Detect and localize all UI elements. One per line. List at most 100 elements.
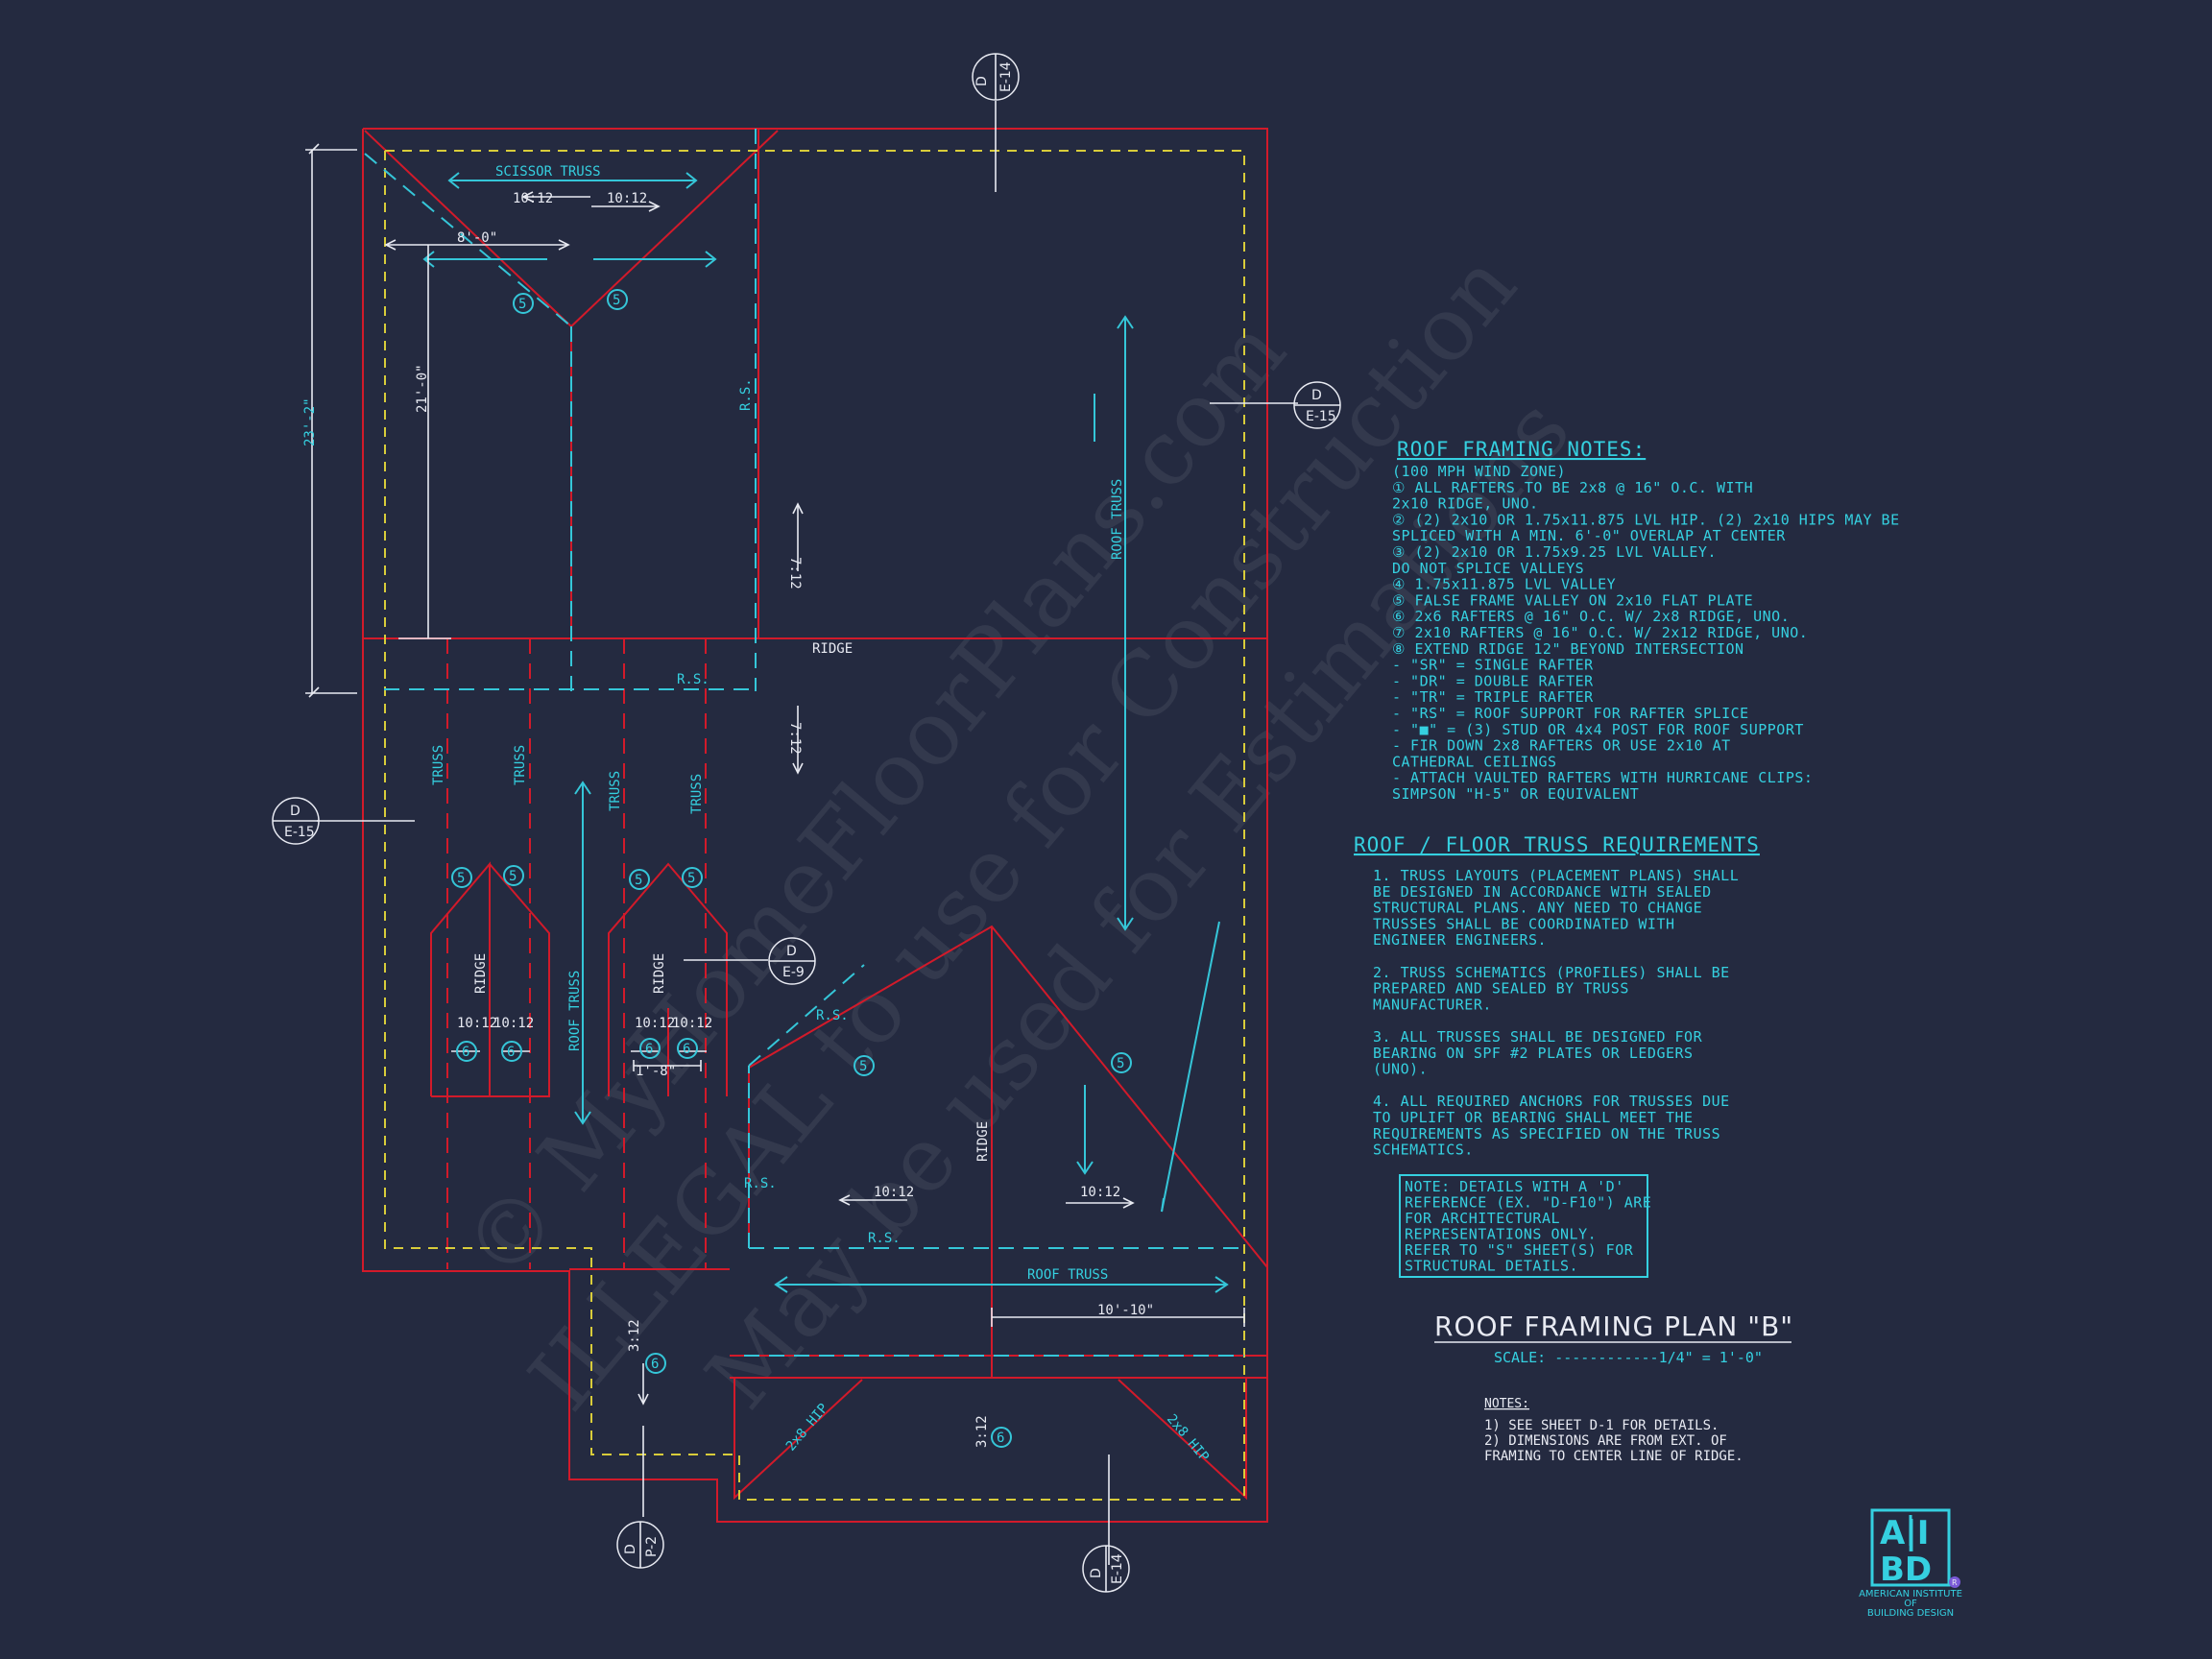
callout-6: 6 — [456, 1041, 477, 1062]
callout-6: 6 — [645, 1353, 666, 1374]
note-line: ⑦ 2x10 RAFTERS @ 16" O.C. W/ 2x12 RIDGE,… — [1392, 624, 1808, 641]
note-line: TO UPLIFT OR BEARING SHALL MEET THE — [1373, 1109, 1694, 1126]
svg-text:D: D — [623, 1544, 638, 1554]
svg-text:5: 5 — [687, 871, 695, 886]
note-line: ⑤ FALSE FRAME VALLEY ON 2x10 FLAT PLATE — [1392, 591, 1753, 609]
cyan-framing-lines — [364, 129, 1244, 1357]
label-dim-21-0: 21'-0" — [415, 364, 430, 413]
svg-text:5: 5 — [457, 871, 465, 886]
label-ridge: RIDGE — [652, 953, 667, 994]
section-tag-e15-right: D E-15 — [1293, 381, 1341, 429]
callout-6: 6 — [639, 1038, 661, 1059]
note-line: BE DESIGNED IN ACCORDANCE WITH SEALED — [1373, 883, 1712, 901]
section-tag-p2: D P-2 — [616, 1521, 664, 1569]
label-roof-truss: ROOF TRUSS — [1027, 1267, 1108, 1283]
note-line: (100 MPH WIND ZONE) — [1392, 463, 1566, 480]
plan-title: ROOF FRAMING PLAN "B" — [1434, 1310, 1793, 1342]
wall-line-dashed — [384, 150, 1245, 1501]
svg-text:E-15: E-15 — [284, 825, 315, 840]
logo-caption-2: OF — [1904, 1599, 1917, 1609]
svg-text:E-9: E-9 — [782, 965, 805, 980]
note-line: STRUCTURAL PLANS. ANY NEED TO CHANGE — [1373, 900, 1702, 917]
note-line: 1) SEE SHEET D-1 FOR DETAILS. — [1484, 1418, 1719, 1433]
logo-caption-1: AMERICAN INSTITUTE — [1859, 1589, 1962, 1599]
svg-text:D: D — [290, 804, 301, 819]
general-notes: 1) SEE SHEET D-1 FOR DETAILS.2) DIMENSIO… — [1484, 1418, 1743, 1464]
note-line: ENGINEER ENGINEERS. — [1373, 931, 1547, 949]
note-line: - FIR DOWN 2x8 RAFTERS OR USE 2x10 AT — [1392, 737, 1731, 755]
note-line: (UNO). — [1373, 1061, 1428, 1078]
label-dim-23-2: 23'-2" — [302, 397, 318, 446]
label-pitch-3-12: 3:12 — [627, 1319, 642, 1352]
note-line: 2. TRUSS SCHEMATICS (PROFILES) SHALL BE — [1373, 964, 1730, 981]
truss-requirements-heading: ROOF / FLOOR TRUSS REQUIREMENTS — [1354, 833, 1760, 856]
svg-text:E-15: E-15 — [1306, 409, 1336, 424]
cyan-arrows — [422, 172, 1229, 1293]
logo-badge — [1949, 1576, 1960, 1588]
watermark-line-2: ILLEGAL to use for Construction — [510, 234, 1536, 1430]
label-pitch-7-12: 7:12 — [787, 557, 803, 589]
note-line: ① ALL RAFTERS TO BE 2x8 @ 16" O.C. WITH — [1392, 479, 1753, 496]
label-pitch: 10:12 — [607, 191, 647, 206]
svg-text:6: 6 — [507, 1045, 515, 1060]
dimension-lines — [305, 101, 1298, 1565]
note-line: STRUCTURAL DETAILS. — [1405, 1258, 1578, 1275]
note-line: NOTE: DETAILS WITH A 'D' — [1405, 1178, 1624, 1195]
note-line: ⑧ EXTEND RIDGE 12" BEYOND INTERSECTION — [1392, 640, 1744, 658]
svg-text:5: 5 — [1117, 1056, 1124, 1071]
label-pitch: 10:12 — [493, 1016, 534, 1031]
note-line: MANUFACTURER. — [1373, 996, 1492, 1013]
label-rs: R.S. — [816, 1008, 849, 1023]
svg-text:D: D — [974, 76, 990, 86]
note-line: 2) DIMENSIONS ARE FROM EXT. OF — [1484, 1433, 1727, 1449]
label-pitch: 10:12 — [635, 1016, 675, 1031]
label-dim-10-10: 10'-10" — [1097, 1303, 1154, 1318]
label-hip: 2x8 HIP — [1164, 1411, 1212, 1464]
callout-5: 5 — [854, 1055, 875, 1076]
svg-text:D: D — [786, 944, 797, 959]
callout-6: 6 — [677, 1038, 698, 1059]
section-tag-e9: D E-9 — [768, 937, 816, 985]
svg-text:D: D — [1311, 388, 1322, 403]
label-ridge: RIDGE — [473, 953, 489, 994]
callout-5: 5 — [451, 867, 472, 888]
callout-5: 5 — [1111, 1052, 1132, 1073]
callout-5: 5 — [629, 869, 650, 890]
note-line: REQUIREMENTS AS SPECIFIED ON THE TRUSS — [1373, 1125, 1720, 1142]
label-pitch: 10:12 — [672, 1016, 712, 1031]
callouts: 5 5 5 5 5 5 5 5 6 6 6 6 6 6 — [451, 289, 1132, 1448]
label-dim-8-0: 8'-0" — [457, 230, 497, 246]
label-rs: R.S. — [738, 378, 754, 411]
svg-text:E-14: E-14 — [1110, 1553, 1125, 1584]
plan-labels: SCISSOR TRUSS 10:12 10:12 8'-0" 21'-0" 2… — [302, 164, 1212, 1465]
note-line: SCHEMATICS. — [1373, 1142, 1474, 1159]
note-line: ③ (2) 2x10 OR 1.75x9.25 LVL VALLEY. — [1392, 543, 1717, 561]
roof-framing-notes-heading: ROOF FRAMING NOTES: — [1397, 438, 1646, 461]
section-tag-e14-bottom: D E-14 — [1082, 1545, 1130, 1593]
svg-text:5: 5 — [518, 297, 526, 312]
note-line: SPLICED WITH A MIN. 6'-0" OVERLAP AT CEN… — [1392, 527, 1786, 544]
callout-5: 5 — [682, 867, 703, 888]
section-tag-e14-top: D E-14 — [972, 53, 1020, 101]
label-roof-truss: ROOF TRUSS — [567, 971, 583, 1051]
callout-5: 5 — [503, 865, 524, 886]
svg-text:P-2: P-2 — [644, 1536, 660, 1557]
callout-5: 5 — [607, 289, 628, 310]
note-line: - "DR" = DOUBLE RAFTER — [1392, 672, 1594, 689]
note-line: BEARING ON SPF #2 PLATES OR LEDGERS — [1373, 1045, 1694, 1062]
svg-text:5: 5 — [859, 1059, 867, 1074]
note-line: PREPARED AND SEALED BY TRUSS — [1373, 980, 1629, 998]
svg-text:5: 5 — [509, 869, 517, 884]
note-line: FOR ARCHITECTURAL — [1405, 1210, 1560, 1227]
note-line: - "SR" = SINGLE RAFTER — [1392, 657, 1594, 674]
callout-6: 6 — [991, 1427, 1012, 1448]
note-line: - "RS" = ROOF SUPPORT FOR RAFTER SPLICE — [1392, 705, 1749, 722]
svg-text:6: 6 — [683, 1042, 690, 1057]
note-line: ④ 1.75x11.875 LVL VALLEY — [1392, 576, 1616, 593]
note-line: - "■" = (3) STUD OR 4x4 POST FOR ROOF SU… — [1392, 721, 1804, 738]
svg-text:D: D — [1089, 1568, 1104, 1578]
label-pitch: 10:12 — [457, 1016, 497, 1031]
label-rs: R.S. — [677, 672, 709, 687]
note-line: 3. ALL TRUSSES SHALL BE DESIGNED FOR — [1373, 1028, 1703, 1046]
